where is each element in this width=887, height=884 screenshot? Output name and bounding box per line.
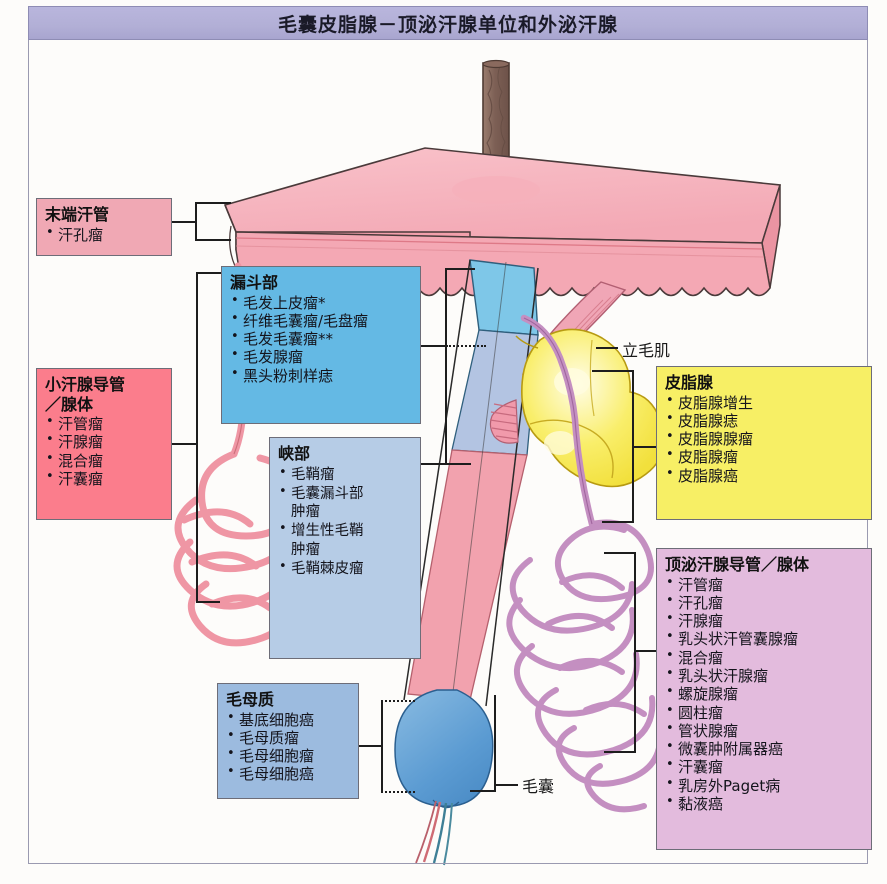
list-item: 混合瘤 [45,451,163,470]
list-item: 毛囊漏斗部 肿瘤 [278,484,412,523]
list-item: 皮脂腺增生 [665,392,863,412]
list-item: 毛母细胞癌 [226,764,350,783]
box-isthmus[interactable]: 峡部 毛鞘瘤 毛囊漏斗部 肿瘤 增生性毛鞘 肿瘤 毛鞘棘皮瘤 [269,437,421,659]
list-item: 皮脂腺癌 [665,466,863,485]
list-item: 汗腺瘤 [45,432,163,451]
connector-follicle-bottom [470,790,496,792]
list-item: 汗腺瘤 [665,611,863,630]
connector-matrix-dotted-bottom [381,791,415,793]
list-item: 汗管瘤 [45,414,163,433]
list-item: 螺旋腺瘤 [665,684,863,703]
box-matrix[interactable]: 毛母质 基底细胞癌 毛母质瘤 毛母细胞瘤 毛母细胞癌 [217,683,359,799]
box-isthmus-list: 毛鞘瘤 毛囊漏斗部 肿瘤 增生性毛鞘 肿瘤 毛鞘棘皮瘤 [278,465,412,579]
box-infundibulum[interactable]: 漏斗部 毛发上皮瘤* 纤维毛囊瘤/毛盘瘤 毛发毛囊瘤** 毛发腺瘤 黑头粉刺样痣 [221,266,421,424]
connector-terminal-bottom [195,239,231,241]
list-item: 管状腺瘤 [665,721,863,740]
connector-infundibulum-stub [421,345,445,347]
list-item: 纤维毛囊瘤/毛盘瘤 [230,311,412,330]
connector-infundibulum-spine [445,268,447,464]
connector-sebaceous-top [592,370,634,372]
box-sebaceous-heading: 皮脂腺 [665,373,714,392]
connector-matrix [358,745,382,747]
box-infundibulum-heading: 漏斗部 [230,273,279,292]
list-item: 乳头状汗管囊腺瘤 [665,629,863,648]
list-item: 毛发上皮瘤* [230,292,412,312]
box-apocrine[interactable]: 顶泌汗腺导管／腺体 汗管瘤 汗孔瘤 汗腺瘤 乳头状汗管囊腺瘤 混合瘤 乳头状汗腺… [656,548,872,850]
box-infundibulum-list: 毛发上皮瘤* 纤维毛囊瘤/毛盘瘤 毛发毛囊瘤** 毛发腺瘤 黑头粉刺样痣 [230,292,412,385]
list-item: 汗孔瘤 [45,224,163,244]
label-hair-follicle: 毛囊 [522,777,555,796]
list-item: 混合瘤 [665,648,863,667]
connector-apocrine [634,650,656,652]
connector-follicle-label [494,784,518,786]
connector-eccrine-spine [196,272,198,602]
box-eccrine-duct-gland[interactable]: 小汗腺导管 ／腺体 汗管瘤 汗腺瘤 混合瘤 汗囊瘤 [36,368,172,520]
connector-isthmus-bottom [445,463,471,465]
page-title: 毛囊皮脂腺－顶泌汗腺单位和外泌汗腺 [277,13,618,36]
list-item: 毛鞘棘皮瘤 [278,559,412,579]
box-apocrine-list: 汗管瘤 汗孔瘤 汗腺瘤 乳头状汗管囊腺瘤 混合瘤 乳头状汗腺瘤 螺旋腺瘤 圆柱瘤… [665,574,863,814]
connector-eccrine-top [196,272,230,274]
list-item: 毛鞘瘤 [278,465,412,485]
connector-sebaceous [632,446,656,448]
connector-terminal-top [195,202,231,204]
connector-apocrine-spine [634,552,636,752]
connector-infundibulum-dotted [446,345,486,347]
connector-isthmus-stub [421,463,445,465]
connector-apocrine-top [604,552,636,554]
connector-follicle-spine [494,695,496,791]
box-eccrine-heading: 小汗腺导管 ／腺体 [45,375,126,414]
connector-arrector-pili [596,347,618,349]
connector-infundibulum-top [445,268,475,270]
box-apocrine-heading: 顶泌汗腺导管／腺体 [665,555,810,574]
box-terminal-duct[interactable]: 末端汗管 汗孔瘤 [36,198,172,256]
box-terminal-duct-heading: 末端汗管 [45,205,110,224]
list-item: 增生性毛鞘 肿瘤 [278,521,412,560]
list-item: 皮脂腺痣 [665,411,863,430]
connector-eccrine-bottom [196,601,220,603]
connector-apocrine-bottom [604,751,636,753]
connector-left-spine [195,202,197,240]
connector-eccrine [170,443,198,445]
connector-matrix-dotted-top [381,700,415,702]
list-item: 乳房外Paget病 [665,776,863,795]
list-item: 汗囊瘤 [665,757,863,776]
box-isthmus-heading: 峡部 [278,444,311,463]
list-item: 汗管瘤 [665,574,863,594]
list-item: 基底细胞癌 [226,709,350,729]
list-item: 黑头粉刺样痣 [230,366,412,385]
list-item: 皮脂腺腺瘤 [665,429,863,448]
box-sebaceous[interactable]: 皮脂腺 皮脂腺增生 皮脂腺痣 皮脂腺腺瘤 皮脂腺瘤 皮脂腺癌 [656,366,872,520]
list-item: 汗囊瘤 [45,469,163,488]
connector-terminal-duct [172,221,196,223]
box-terminal-duct-list: 汗孔瘤 [45,224,163,244]
list-item: 皮脂腺瘤 [665,447,863,466]
list-item: 黏液癌 [665,794,863,813]
list-item: 毛母细胞瘤 [226,746,350,765]
box-sebaceous-list: 皮脂腺增生 皮脂腺痣 皮脂腺腺瘤 皮脂腺瘤 皮脂腺癌 [665,392,863,485]
box-eccrine-list: 汗管瘤 汗腺瘤 混合瘤 汗囊瘤 [45,414,163,488]
connector-sebaceous-bottom [602,521,634,523]
list-item: 乳头状汗腺瘤 [665,666,863,685]
list-item: 微囊肿附属器癌 [665,739,863,758]
list-item: 毛母质瘤 [226,728,350,747]
box-matrix-heading: 毛母质 [226,690,275,709]
box-matrix-list: 基底细胞癌 毛母质瘤 毛母细胞瘤 毛母细胞癌 [226,709,350,784]
list-item: 毛发毛囊瘤** [230,329,412,348]
title-bar: 毛囊皮脂腺－顶泌汗腺单位和外泌汗腺 [28,6,868,40]
label-arrector-pili: 立毛肌 [622,341,671,360]
list-item: 圆柱瘤 [665,703,863,722]
list-item: 毛发腺瘤 [230,347,412,366]
list-item: 汗孔瘤 [665,593,863,612]
